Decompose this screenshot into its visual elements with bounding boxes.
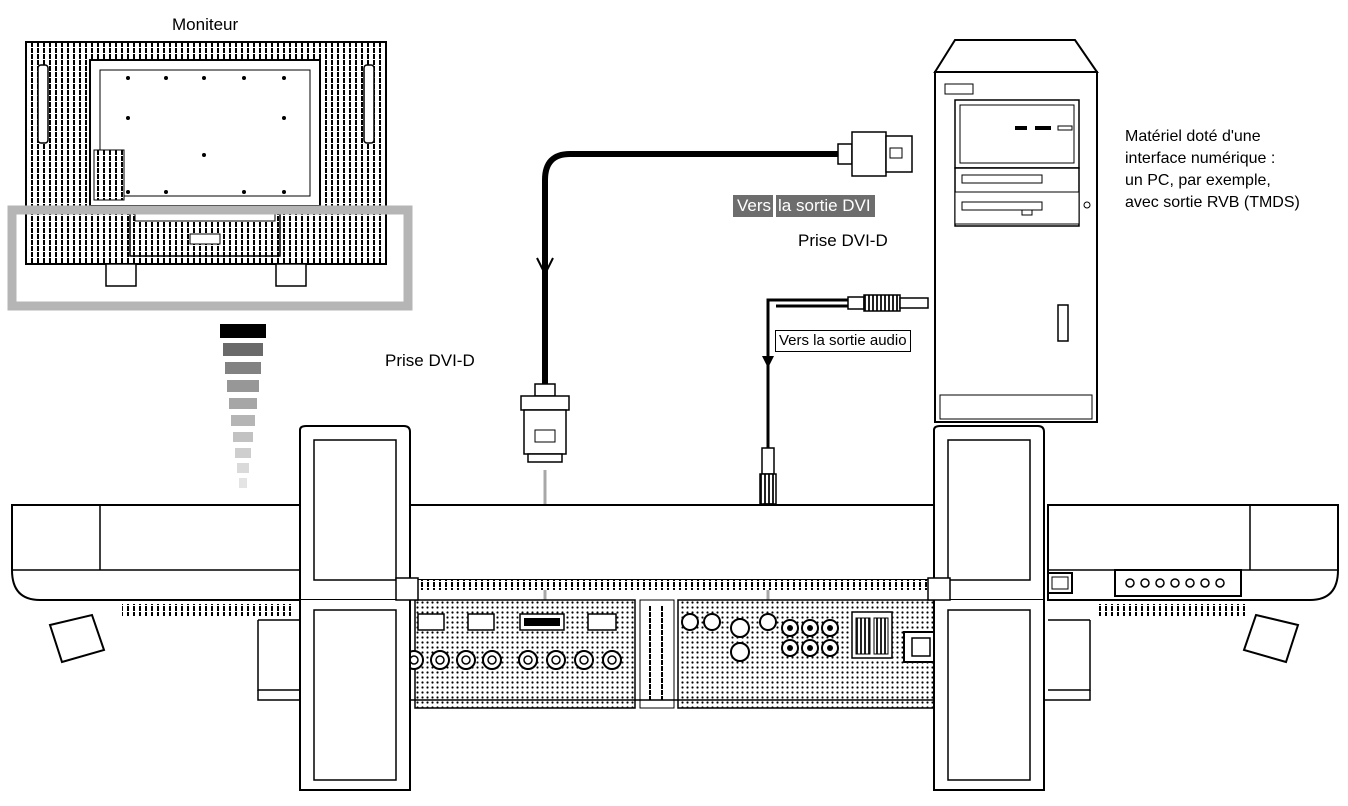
- dvi-cable: [520, 131, 913, 600]
- dvi-plug-label-right: Prise DVI-D: [798, 231, 888, 250]
- equipment-label-line-2: interface numérique :: [1125, 150, 1276, 167]
- audio-output-tag: Vers la sortie audio: [775, 330, 911, 352]
- highlight-frame: [7, 205, 413, 311]
- dvi-output-tag-part-1: Vers: [737, 196, 772, 215]
- monitor-bottom-large: [11, 425, 1339, 791]
- dvi-output-tag: Vers la sortie DVI: [733, 195, 875, 217]
- tag-separator: [773, 195, 777, 217]
- zoom-indicator: [220, 324, 266, 488]
- equipment-label-line-1: Matériel doté d'une: [1125, 128, 1261, 145]
- equipment-label: Matériel doté d'une interface numérique …: [1125, 126, 1348, 214]
- dvi-plug-label-left: Prise DVI-D: [385, 351, 475, 370]
- equipment-label-line-3: un PC, par exemple,: [1125, 172, 1271, 189]
- equipment-label-line-4: avec sortie RVB (TMDS): [1125, 194, 1300, 211]
- pc-tower: [933, 39, 1099, 423]
- monitor-label: Moniteur: [172, 15, 239, 34]
- monitor-back-thumbnail: [25, 41, 387, 287]
- dvi-output-tag-part-2: la sortie DVI: [778, 196, 871, 215]
